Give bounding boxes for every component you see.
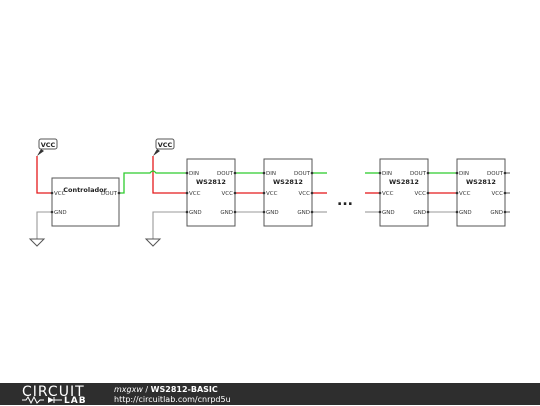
author-name[interactable]: mxgxw — [114, 385, 143, 394]
vcc-wires — [36, 156, 457, 194]
vcc-label-1: VCC — [41, 141, 56, 149]
chip-name: WS2812 — [196, 178, 226, 186]
ws2812-chip-2: WS2812 DIN DOUT VCC VCC GND GND — [263, 158, 313, 227]
chip-pin-vcc-in: VCC — [189, 191, 201, 197]
ws2812-chip-3: WS2812 DIN DOUT VCC VCC GND GND — [379, 158, 429, 227]
chip-pin-dout: DOUT — [294, 171, 311, 177]
chip-pin-din: DIN — [382, 171, 392, 177]
chip-pin-vcc-in: VCC — [382, 191, 394, 197]
footer-bar: CIRCUIT LAB mxgxw / WS2812-BASIC http://… — [0, 383, 540, 406]
chip-pin-gnd-out: GND — [490, 210, 503, 216]
footer-attribution: mxgxw / WS2812-BASIC — [114, 385, 218, 394]
chip-pin-din: DIN — [189, 171, 199, 177]
chip-pin-gnd-in: GND — [459, 210, 472, 216]
circuitlab-logo-bottom: LAB — [64, 396, 87, 406]
chip-pin-vcc-out: VCC — [492, 191, 504, 197]
chip-pin-din: DIN — [459, 171, 469, 177]
vcc-label-2: VCC — [158, 141, 173, 149]
circuit-url[interactable]: http://circuitlab.com/cnrpd5u — [114, 395, 231, 404]
ground-symbol-2 — [144, 238, 162, 247]
chip-pin-gnd-in: GND — [266, 210, 279, 216]
chip-pin-vcc-in: VCC — [266, 191, 278, 197]
chip-pin-din: DIN — [266, 171, 276, 177]
separator: / — [142, 385, 151, 394]
resistor-logo-icon — [22, 396, 62, 404]
chip-pin-dout: DOUT — [410, 171, 427, 177]
controller-pin-vcc: VCC — [54, 191, 66, 197]
chip-pin-gnd-out: GND — [297, 210, 310, 216]
vcc-source-1: VCC — [37, 138, 58, 156]
circuit-title[interactable]: WS2812-BASIC — [150, 385, 218, 394]
controller-block: Controlador VCC GND DOUT — [51, 177, 120, 227]
data-wires — [119, 170, 457, 194]
gnd-wires — [36, 211, 457, 239]
controller-name: Controlador — [63, 186, 107, 194]
chip-pin-dout: DOUT — [217, 171, 234, 177]
ws2812-chip-1: WS2812 DIN DOUT VCC VCC GND GND — [186, 158, 236, 227]
chain-ellipsis: ... — [337, 193, 353, 209]
chip-pin-vcc-out: VCC — [415, 191, 427, 197]
vcc-source-2: VCC — [153, 138, 175, 156]
chip-pin-dout: DOUT — [487, 171, 504, 177]
chip-pin-vcc-out: VCC — [299, 191, 311, 197]
chip-pin-gnd-in: GND — [382, 210, 395, 216]
pin-dots — [50, 171, 507, 214]
chip-name: WS2812 — [273, 178, 303, 186]
chip-pin-gnd-out: GND — [220, 210, 233, 216]
chip-pin-vcc-in: VCC — [459, 191, 471, 197]
chip-pin-gnd-in: GND — [189, 210, 202, 216]
chip-pin-gnd-out: GND — [413, 210, 426, 216]
schematic-canvas: VCC VCC — [28, 138, 510, 247]
circuitlab-logo-top: CIRCUIT — [22, 384, 85, 400]
controller-pin-dout: DOUT — [101, 191, 118, 197]
chip-name: WS2812 — [466, 178, 496, 186]
controller-pin-gnd: GND — [54, 210, 67, 216]
ws2812-chip-4: WS2812 DIN DOUT VCC VCC GND GND — [456, 158, 506, 227]
ground-symbol-1 — [28, 238, 46, 247]
chip-name: WS2812 — [389, 178, 419, 186]
chip-pin-vcc-out: VCC — [222, 191, 234, 197]
